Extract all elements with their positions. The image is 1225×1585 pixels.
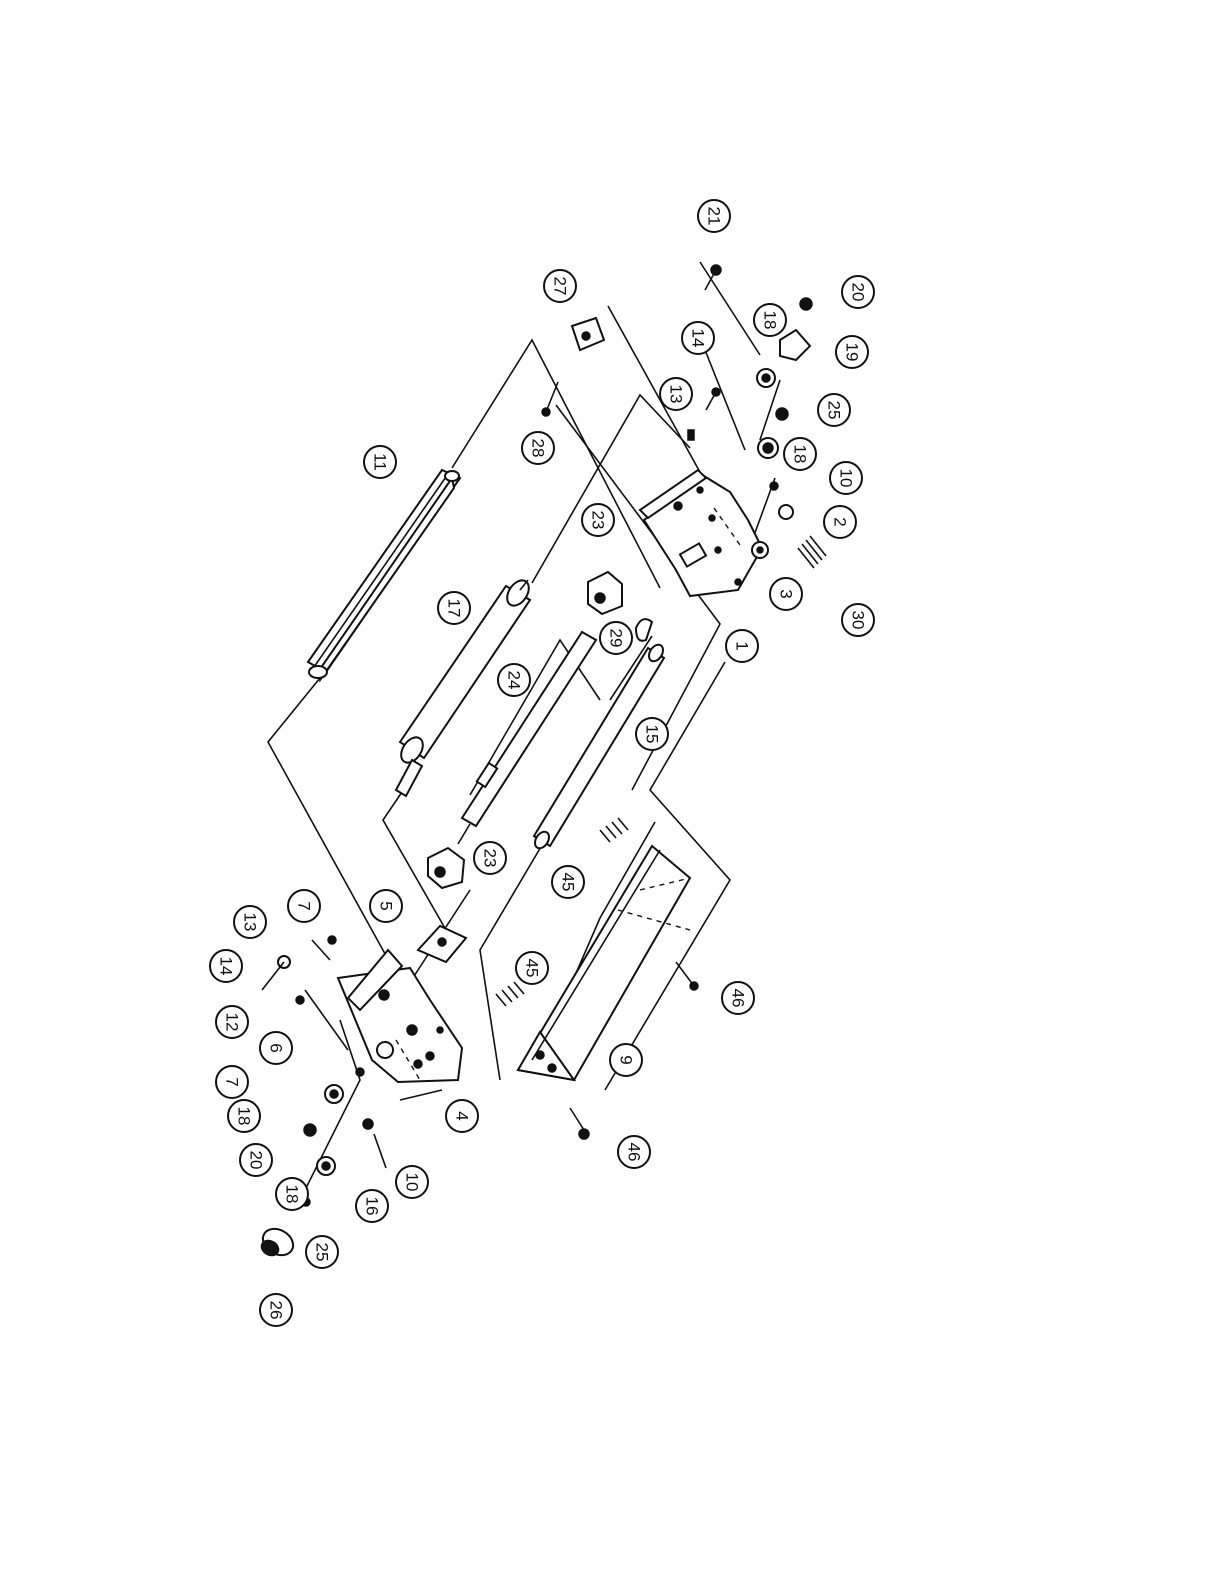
part-11-rail (308, 470, 460, 680)
svg-text:25: 25 (825, 401, 844, 420)
svg-text:46: 46 (729, 989, 748, 1008)
callout-27: 27 (544, 270, 576, 302)
callout-16: 16 (356, 1190, 388, 1222)
svg-text:16: 16 (363, 1197, 382, 1216)
callout-25: 25 (306, 1236, 338, 1268)
callout-20: 20 (240, 1144, 272, 1176)
svg-text:2: 2 (831, 517, 850, 526)
callout-23: 23 (582, 504, 614, 536)
callout-28: 28 (522, 432, 554, 464)
part-23-block-lower (428, 848, 464, 888)
svg-text:20: 20 (247, 1151, 266, 1170)
callout-18: 18 (784, 438, 816, 470)
callout-24: 24 (498, 664, 530, 696)
callout-7: 7 (288, 890, 320, 922)
svg-text:18: 18 (235, 1107, 254, 1126)
svg-text:12: 12 (223, 1013, 242, 1032)
svg-text:23: 23 (589, 511, 608, 530)
callout-1: 1 (726, 630, 758, 662)
callout-18: 18 (276, 1178, 308, 1210)
callout-13: 13 (234, 906, 266, 938)
svg-text:6: 6 (267, 1043, 286, 1052)
callout-14: 14 (210, 950, 242, 982)
svg-text:1: 1 (733, 641, 752, 650)
callout-4: 4 (446, 1100, 478, 1132)
callout-23: 23 (474, 842, 506, 874)
svg-text:18: 18 (791, 445, 810, 464)
svg-text:24: 24 (505, 671, 524, 690)
svg-text:14: 14 (689, 329, 708, 348)
callout-12: 12 (216, 1006, 248, 1038)
svg-text:15: 15 (643, 725, 662, 744)
svg-text:23: 23 (481, 849, 500, 868)
callout-15: 15 (636, 718, 668, 750)
part-4-side-plate (338, 950, 462, 1100)
svg-text:7: 7 (295, 901, 314, 910)
callout-11: 11 (364, 446, 396, 478)
svg-text:25: 25 (313, 1243, 332, 1262)
callout-7: 7 (216, 1066, 248, 1098)
svg-text:18: 18 (761, 311, 780, 330)
svg-text:13: 13 (667, 385, 686, 404)
callout-10: 10 (396, 1166, 428, 1198)
callout-18: 18 (754, 304, 786, 336)
callout-17: 17 (438, 592, 470, 624)
callout-21: 21 (698, 200, 730, 232)
svg-text:7: 7 (223, 1077, 242, 1086)
part-23-block-upper (588, 572, 622, 614)
callout-29: 29 (600, 622, 632, 654)
svg-text:3: 3 (777, 589, 796, 598)
svg-text:9: 9 (617, 1055, 636, 1064)
callout-13: 13 (660, 378, 692, 410)
callout-9: 9 (610, 1044, 642, 1076)
part-28-screw (542, 382, 558, 416)
callout-2: 2 (824, 506, 856, 538)
svg-text:27: 27 (551, 277, 570, 296)
svg-text:45: 45 (559, 873, 578, 892)
svg-text:14: 14 (217, 957, 236, 976)
svg-text:10: 10 (837, 469, 856, 488)
part-29-clip (636, 619, 652, 641)
svg-text:5: 5 (377, 901, 396, 910)
part-5-bracket (418, 926, 466, 962)
callout-18: 18 (228, 1100, 260, 1132)
svg-text:46: 46 (625, 1143, 644, 1162)
svg-text:29: 29 (607, 629, 626, 648)
part-1-side-plate (640, 470, 762, 596)
svg-text:20: 20 (849, 283, 868, 302)
svg-text:10: 10 (403, 1173, 422, 1192)
callout-6: 6 (260, 1032, 292, 1064)
svg-text:13: 13 (241, 913, 260, 932)
callout-30: 30 (842, 604, 874, 636)
callout-20: 20 (842, 276, 874, 308)
callout-3: 3 (770, 578, 802, 610)
callout-10: 10 (830, 462, 862, 494)
svg-text:30: 30 (849, 611, 868, 630)
callout-26: 26 (260, 1294, 292, 1326)
callout-45: 45 (516, 952, 548, 984)
svg-text:45: 45 (523, 959, 542, 978)
svg-text:21: 21 (705, 207, 724, 226)
callout-19: 19 (836, 336, 868, 368)
svg-text:18: 18 (283, 1185, 302, 1204)
part-27-bracket (572, 318, 604, 350)
callout-5: 5 (370, 890, 402, 922)
svg-text:28: 28 (529, 439, 548, 458)
svg-text:4: 4 (453, 1111, 472, 1120)
svg-text:19: 19 (843, 343, 862, 362)
svg-text:11: 11 (371, 453, 390, 471)
callout-45: 45 (552, 866, 584, 898)
svg-text:26: 26 (267, 1301, 286, 1320)
callout-46: 46 (618, 1136, 650, 1168)
callout-25: 25 (818, 394, 850, 426)
callout-14: 14 (682, 322, 714, 354)
svg-text:17: 17 (445, 599, 464, 618)
callout-46: 46 (722, 982, 754, 1014)
